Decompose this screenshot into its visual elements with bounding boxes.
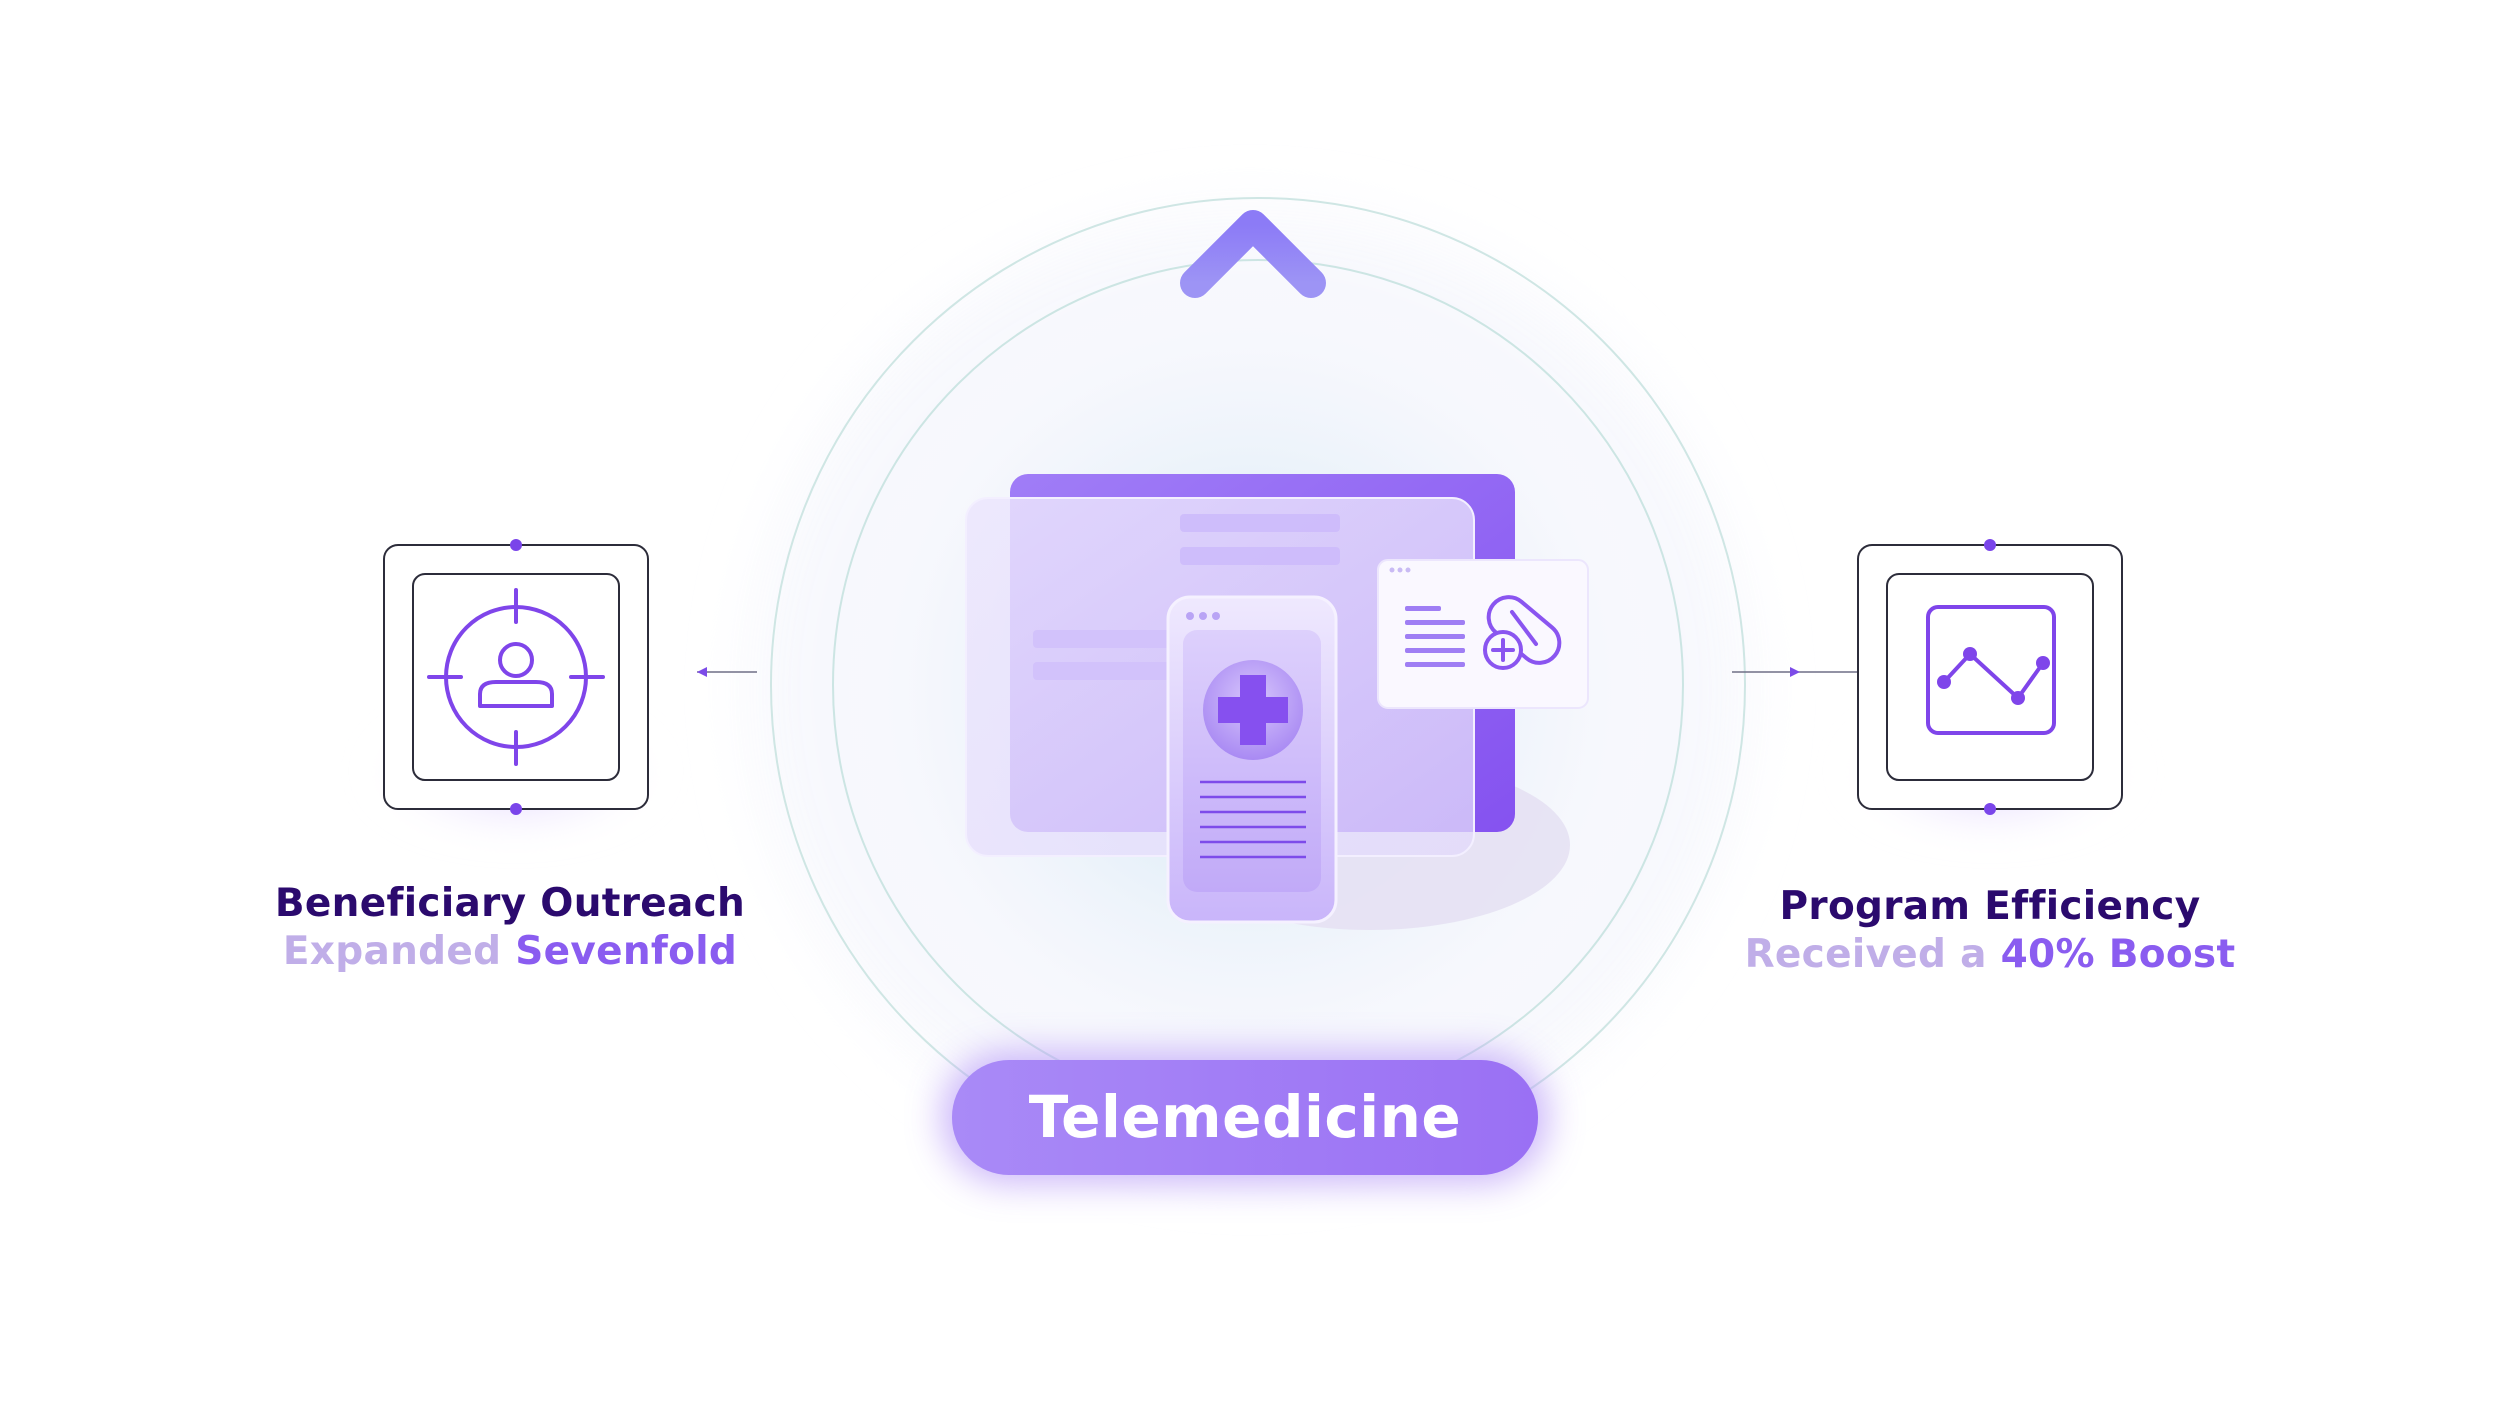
panel-line xyxy=(1180,547,1340,565)
left-metric-subtitle-soft: Expanded xyxy=(282,929,502,974)
left-metric-caption: Beneficiary Outreach Expanded Sevenfold xyxy=(200,880,820,976)
up-arrow-icon xyxy=(1180,210,1326,375)
panel-line xyxy=(1180,514,1340,532)
telemedicine-devices-icon xyxy=(965,474,1589,930)
phone-text-lines xyxy=(1200,780,1306,859)
right-metric-box xyxy=(1840,539,2140,830)
right-metric-title: Program Efficiency xyxy=(1779,884,2201,929)
panel-line xyxy=(1033,630,1173,648)
left-metric-title: Beneficiary Outreach xyxy=(274,881,746,926)
right-metric-subtitle-soft: Received a xyxy=(1744,932,1987,977)
panel-line xyxy=(1033,662,1173,680)
line-chart-icon xyxy=(1926,605,2056,735)
right-metric-subtitle: Received a 40% Boost xyxy=(1660,931,2320,979)
right-connector xyxy=(1732,667,1858,677)
left-metric-subtitle: Expanded Sevenfold xyxy=(200,928,820,976)
left-connector xyxy=(697,667,757,677)
card-lines xyxy=(1405,606,1465,667)
center-pill xyxy=(942,1052,1548,1183)
pill-capsule-icon xyxy=(1483,595,1562,670)
medical-cross-icon xyxy=(1218,675,1288,745)
prescription-card xyxy=(1377,559,1589,709)
right-metric-subtitle-strong: 40% Boost xyxy=(2000,932,2236,977)
right-metric-caption: Program Efficiency Received a 40% Boost xyxy=(1660,883,2320,979)
telemedicine-label: Telemedicine xyxy=(1028,1083,1462,1151)
left-metric-box xyxy=(366,539,666,830)
target-person-icon xyxy=(427,588,605,766)
left-metric-subtitle-strong: Sevenfold xyxy=(515,929,738,974)
